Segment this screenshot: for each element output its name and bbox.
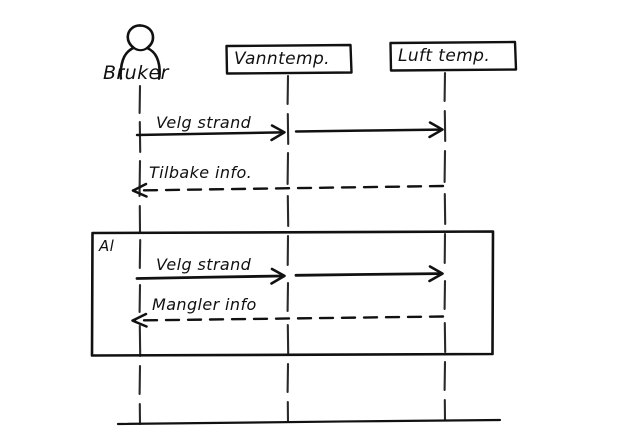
participant-box-vanntemp[interactable] bbox=[225, 43, 353, 75]
message-arrow-velg-strand-alt-2[interactable] bbox=[294, 265, 444, 283]
message-arrow-velg-strand-alt-1[interactable] bbox=[135, 267, 286, 285]
message-arrow-tilbake-info[interactable] bbox=[131, 182, 445, 198]
participant-label-lufttemp: Luft temp. bbox=[398, 46, 491, 66]
lifeline-vanntemp bbox=[286, 74, 290, 424]
fragment-label-alt: Al bbox=[99, 237, 115, 255]
lifeline-lufttemp bbox=[443, 71, 447, 422]
participant-label-vanntemp: Vanntemp. bbox=[234, 49, 330, 69]
person-bust-icon bbox=[119, 24, 161, 80]
message-label-mangler-info: Mangler info bbox=[152, 295, 257, 314]
message-arrow-velg-strand-1[interactable] bbox=[135, 124, 286, 142]
message-label-velg-strand-alt: Velg strand bbox=[156, 255, 252, 274]
message-arrow-mangler-info[interactable] bbox=[131, 312, 445, 328]
fragment-alt-box[interactable] bbox=[90, 230, 495, 357]
participant-box-lufttemp[interactable] bbox=[389, 40, 518, 72]
bottom-rule bbox=[116, 418, 502, 426]
actor-label-bruker: Bruker bbox=[103, 62, 169, 84]
message-arrow-velg-strand-2[interactable] bbox=[294, 121, 444, 139]
message-label-velg-strand-1: Velg strand bbox=[156, 113, 252, 132]
message-label-tilbake-info: Tilbake info. bbox=[149, 163, 253, 182]
lifeline-bruker bbox=[138, 84, 142, 426]
